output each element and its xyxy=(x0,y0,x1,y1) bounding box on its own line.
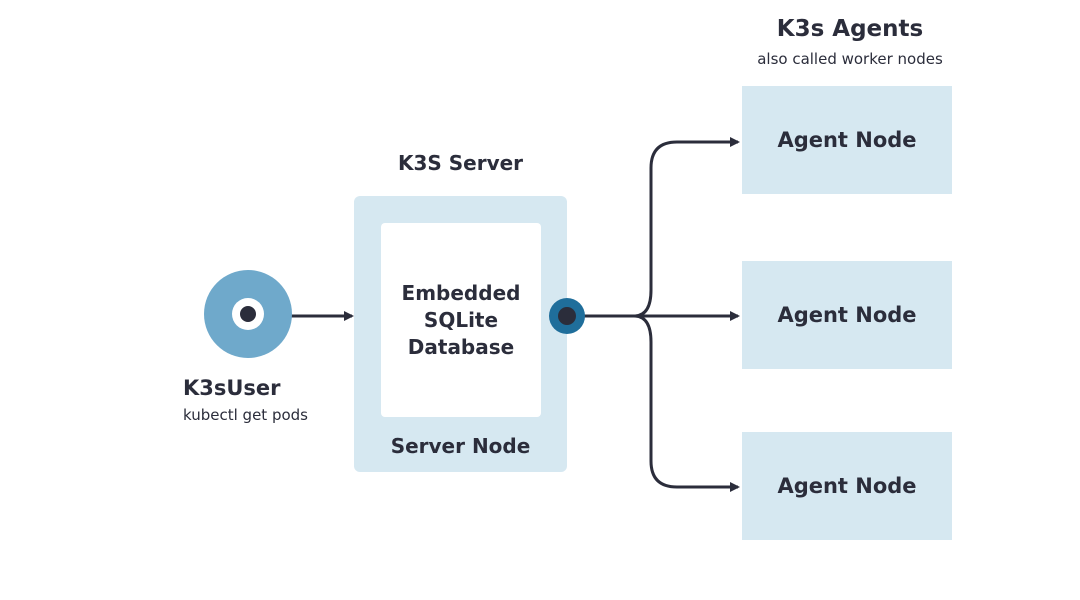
server-to-agent-3-arrow xyxy=(633,314,740,492)
server-node-label: Server Node xyxy=(390,434,531,458)
database-label: Embedded SQLite Database xyxy=(401,280,521,359)
user-command: kubectl get pods xyxy=(183,406,308,424)
agent-node-label: Agent Node xyxy=(777,474,917,498)
server-title: K3S Server xyxy=(397,151,524,175)
server-port-dot xyxy=(558,307,576,325)
agent-node-1: Agent Node xyxy=(742,86,952,194)
server-to-agent-1-arrow xyxy=(633,137,740,318)
agent-node-label: Agent Node xyxy=(777,128,917,152)
user-name: K3sUser xyxy=(183,376,281,400)
agents-subtitle: also called worker nodes xyxy=(757,50,943,68)
agent-node-label: Agent Node xyxy=(777,303,917,327)
agent-node-3: Agent Node xyxy=(742,432,952,540)
database-box: Embedded SQLite Database xyxy=(381,223,541,417)
agents-title: K3s Agents xyxy=(776,16,924,42)
agent-node-2: Agent Node xyxy=(742,261,952,369)
user-connector-dot xyxy=(240,306,256,322)
